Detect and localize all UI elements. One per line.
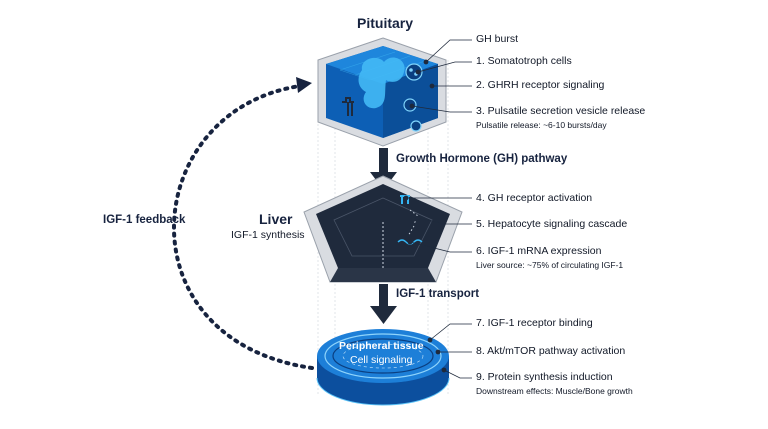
pituitary-label-pulsatile: 3. Pulsatile secretion vesicle release xyxy=(476,105,646,117)
peripheral-label-akt: 8. Akt/mTOR pathway activation xyxy=(476,345,626,357)
peripheral-subtitle: Cell signaling xyxy=(350,354,413,366)
peripheral-label-protein: 9. Protein synthesis induction xyxy=(476,371,613,383)
igf-transport-arrow xyxy=(370,284,397,324)
liver-note: Liver source: ~75% of circulating IGF-1 xyxy=(476,260,624,270)
igf-transport-label: IGF-1 transport xyxy=(396,288,480,300)
liver-label-hepatocyte: 5. Hepatocyte signaling cascade xyxy=(476,218,628,230)
liver-subtitle: IGF-1 synthesis xyxy=(231,229,305,241)
peripheral-label-receptor: 7. IGF-1 receptor binding xyxy=(476,317,593,329)
pituitary-note: Pulsatile release: ~6-10 bursts/day xyxy=(476,120,607,130)
pituitary-label-somatotroph: 1. Somatotroph cells xyxy=(476,55,572,67)
pituitary-label-gh-burst: GH burst xyxy=(476,33,519,45)
pituitary-hexagon xyxy=(317,37,447,147)
feedback-arc xyxy=(172,84,314,370)
gh-pathway-label: Growth Hormone (GH) pathway xyxy=(396,153,568,165)
liver-pentagon xyxy=(303,175,463,283)
liver-title: Liver xyxy=(259,211,293,227)
peripheral-note: Downstream effects: Muscle/Bone growth xyxy=(476,386,633,396)
peripheral-disk xyxy=(316,329,450,406)
callout-lines xyxy=(403,39,472,379)
feedback-arrowhead xyxy=(296,77,312,93)
peripheral-title: Peripheral tissue xyxy=(339,340,424,352)
liver-label-mrna: 6. IGF-1 mRNA expression xyxy=(476,245,602,257)
pituitary-label-ghrh: 2. GHRH receptor signaling xyxy=(476,79,605,91)
liver-label-gh-receptor: 4. GH receptor activation xyxy=(476,192,593,204)
feedback-label: IGF-1 feedback xyxy=(103,214,186,226)
pituitary-title: Pituitary xyxy=(357,15,414,31)
